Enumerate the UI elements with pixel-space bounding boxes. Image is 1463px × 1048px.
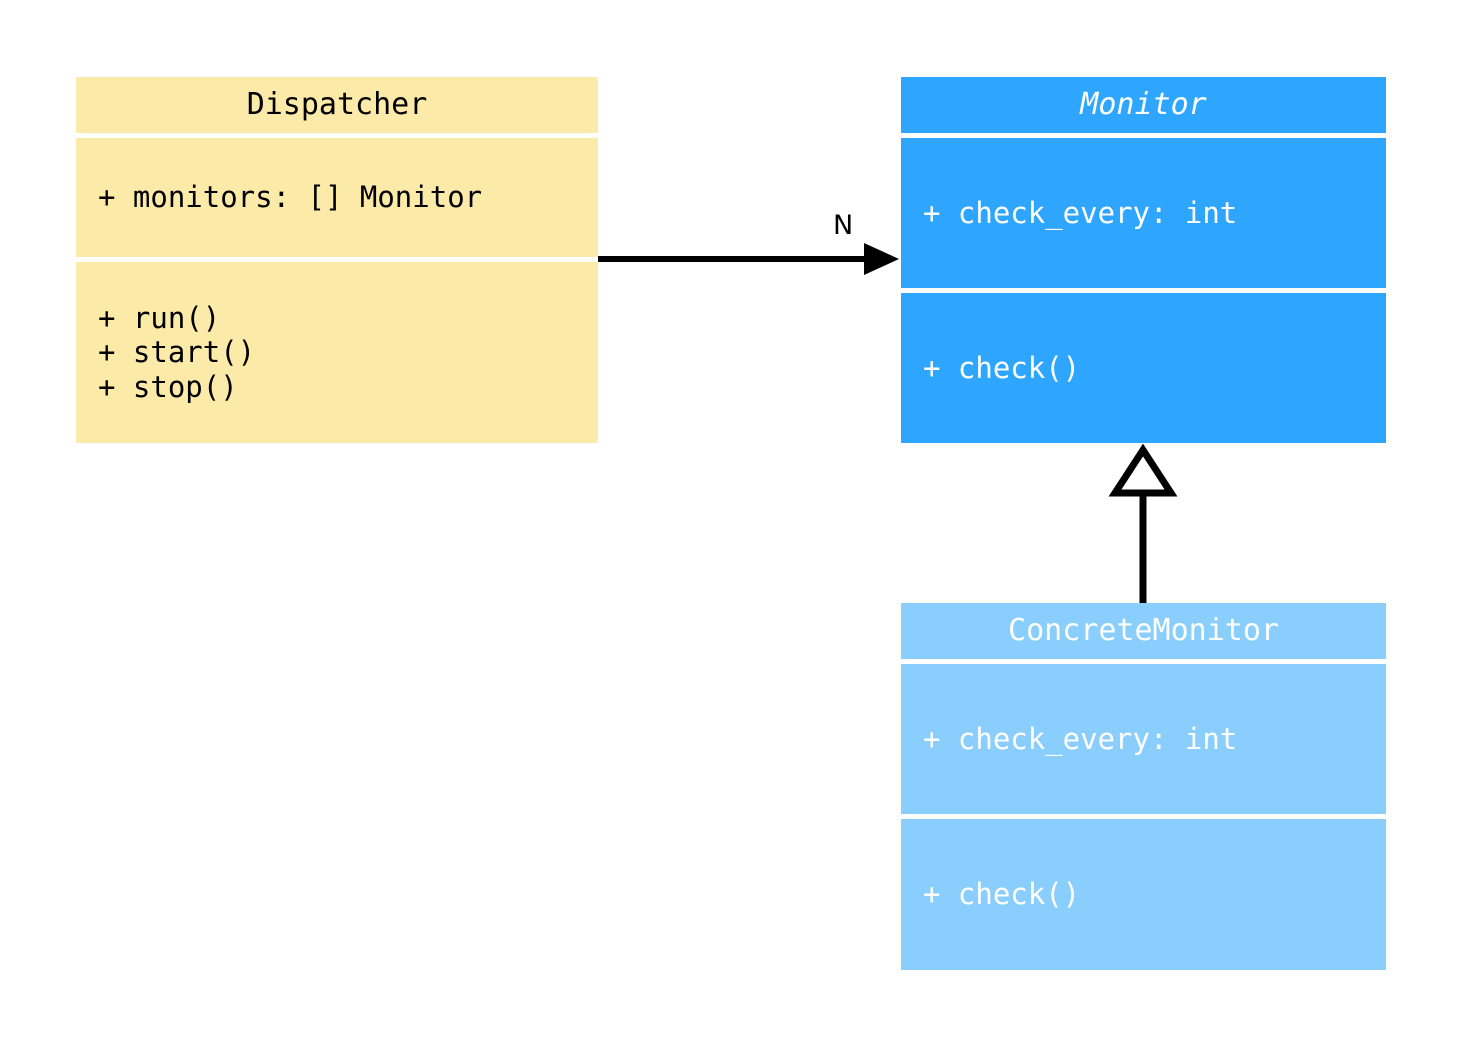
attribute-item: + check_every: int [923,195,1238,230]
class-methods-dispatcher: + run() + start() + stop() [76,262,598,443]
association-multiplicity-label: N [833,210,854,241]
class-attributes-dispatcher: + monitors: [] Monitor [76,138,598,257]
class-header-monitor: Monitor [901,77,1386,133]
attribute-item: + check_every: int [923,721,1238,756]
class-attributes-monitor: + check_every: int [901,138,1386,288]
association-dispatcher-to-monitor [598,243,899,275]
class-methods-monitor: + check() [901,293,1386,443]
class-attributes-concrete-monitor: + check_every: int [901,664,1386,814]
generalization-concrete-monitor-to-monitor [1108,443,1178,603]
method-item: + check() [923,350,1081,385]
class-header-dispatcher: Dispatcher [76,77,598,133]
method-item: + check() [923,877,1081,912]
class-name-dispatcher: Dispatcher [246,87,428,122]
class-box-monitor[interactable]: Monitor + check_every: int + check() [901,77,1386,443]
class-box-concrete-monitor[interactable]: ConcreteMonitor + check_every: int + che… [901,603,1386,970]
attribute-item: + monitors: [] Monitor [98,180,483,215]
class-name-monitor: Monitor [1080,87,1207,122]
class-box-dispatcher[interactable]: Dispatcher + monitors: [] Monitor + run(… [76,77,598,443]
class-header-concrete-monitor: ConcreteMonitor [901,603,1386,659]
class-name-concrete-monitor: ConcreteMonitor [1008,613,1279,648]
hollow-triangle-icon [1108,443,1178,497]
method-item: + stop() [98,369,238,404]
method-item: + start() [98,335,256,370]
class-methods-concrete-monitor: + check() [901,819,1386,970]
method-item: + run() [98,301,221,336]
filled-arrow-icon [864,243,899,275]
